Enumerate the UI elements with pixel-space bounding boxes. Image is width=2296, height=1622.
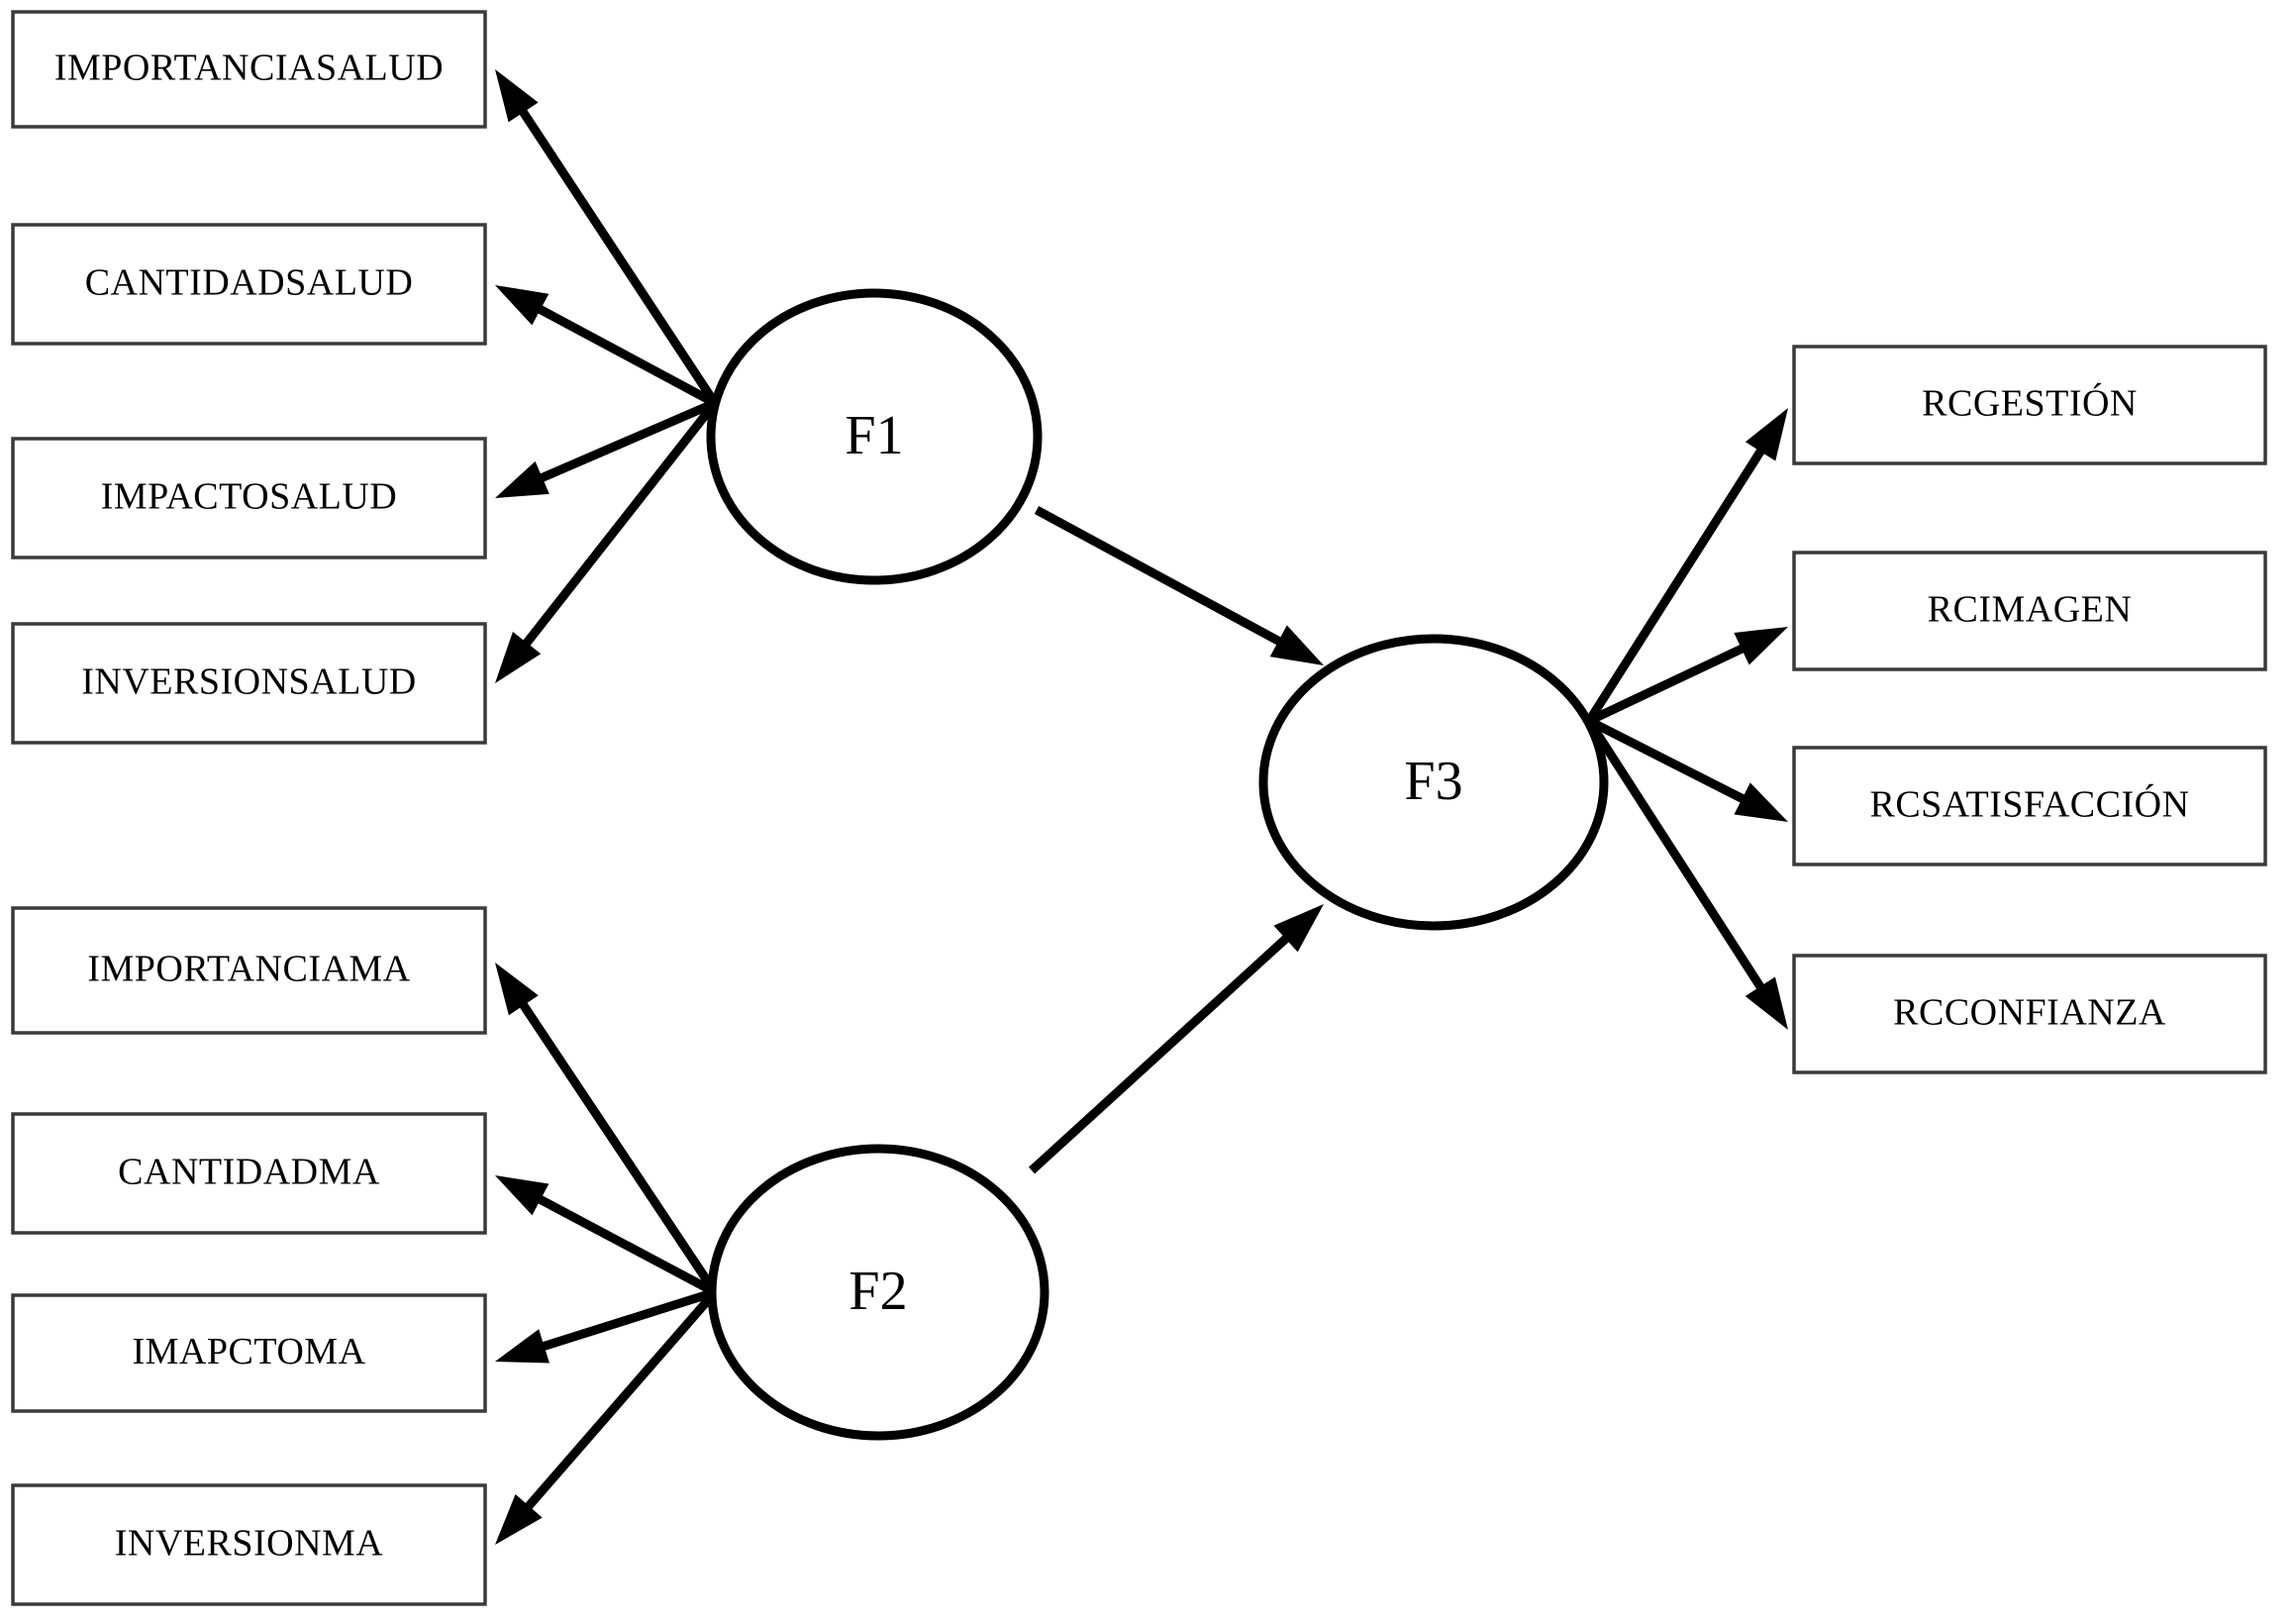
arrow-head-F3-RCSATISFACCION bbox=[1734, 782, 1788, 822]
indicator-rect-RCGESTION[interactable] bbox=[1792, 345, 2267, 465]
edge-F2-INVERSIONMA bbox=[495, 1289, 719, 1545]
indicator-rect-INVERSIONMA[interactable] bbox=[11, 1483, 487, 1606]
arrow-head-F1-IMPACTOSALUD bbox=[495, 460, 549, 498]
indicator-rect-CANTIDADMA[interactable] bbox=[11, 1112, 487, 1235]
arrow-head-F3-RCGESTION bbox=[1745, 408, 1788, 461]
factor-ellipse-F1[interactable] bbox=[706, 288, 1043, 585]
edge-F1-F3 bbox=[1034, 506, 1324, 665]
indicator-rect-RCCONFIANZA[interactable] bbox=[1792, 954, 2267, 1074]
indicator-rect-RCSATISFACCION[interactable] bbox=[1792, 746, 2267, 866]
indicator-rect-CANTIDADSALUD[interactable] bbox=[11, 223, 487, 346]
indicator-label-INVERSIONMA: INVERSIONMA bbox=[115, 1523, 384, 1565]
edge-line-F2-CANTIDADMA bbox=[533, 1192, 718, 1296]
factor-F2[interactable]: F2 bbox=[707, 1144, 1049, 1441]
factor-F3[interactable]: F3 bbox=[1258, 634, 1609, 931]
indicator-boxes-layer: IMPORTANCIASALUD CANTIDADSALUD IMPACTOSALU… bbox=[11, 10, 2267, 1606]
arrow-head-F1-INVERSIONSALUD bbox=[495, 631, 542, 683]
edge-line-F2-F3 bbox=[1028, 931, 1294, 1174]
indicator-box-IMPACTOSALUD[interactable]: IMPACTOSALUD bbox=[11, 437, 487, 559]
edge-F3-RCGESTION bbox=[1585, 408, 1788, 724]
factor-ellipse-F2[interactable] bbox=[707, 1144, 1049, 1441]
edge-line-F1-CANTIDADSALUD bbox=[533, 302, 718, 407]
edge-line-F3-RCGESTION bbox=[1585, 444, 1768, 724]
edge-line-F2-IMPORTANCIAMA bbox=[516, 997, 719, 1295]
edge-F2-CANTIDADMA bbox=[495, 1175, 718, 1296]
indicator-rect-RCIMAGEN[interactable] bbox=[1792, 551, 2267, 671]
arrow-head-F3-RCIMAGEN bbox=[1734, 627, 1788, 665]
indicator-box-RCIMAGEN[interactable]: RCIMAGEN bbox=[1792, 551, 2267, 671]
edge-line-F1-INVERSIONSALUD bbox=[519, 400, 719, 651]
indicator-box-RCSATISFACCION[interactable]: RCSATISFACCIÓN bbox=[1792, 746, 2267, 866]
edge-F3-RCSATISFACCION bbox=[1586, 716, 1788, 822]
factor-F1[interactable]: F1 bbox=[706, 288, 1043, 585]
indicator-rect-IMPACTOSALUD[interactable] bbox=[11, 437, 487, 559]
edge-line-F3-RCSATISFACCION bbox=[1586, 716, 1750, 806]
arrow-head-F3-RCCONFIANZA bbox=[1745, 976, 1788, 1030]
indicator-box-CANTIDADSALUD[interactable]: CANTIDADSALUD bbox=[11, 223, 487, 346]
arrow-head-F2-INVERSIONMA bbox=[495, 1493, 543, 1545]
indicator-label-INVERSIONSALUD: INVERSIONSALUD bbox=[81, 661, 416, 703]
edge-F1-CANTIDADSALUD bbox=[495, 285, 718, 407]
arrow-head-F2-CANTIDADMA bbox=[495, 1175, 549, 1216]
indicator-box-CANTIDADMA[interactable]: CANTIDADMA bbox=[11, 1112, 487, 1235]
indicator-label-RCCONFIANZA: RCCONFIANZA bbox=[1893, 992, 2166, 1034]
edge-F1-IMPACTOSALUD bbox=[495, 398, 717, 498]
edge-F3-RCCONFIANZA bbox=[1585, 718, 1788, 1030]
indicator-label-RCIMAGEN: RCIMAGEN bbox=[1928, 589, 2133, 631]
edge-F2-IMAPCTOMA bbox=[495, 1287, 717, 1364]
edges-layer bbox=[495, 69, 1788, 1545]
edge-line-F1-F3 bbox=[1034, 506, 1286, 649]
indicator-rect-IMPORTANCIASALUD[interactable] bbox=[11, 10, 487, 129]
edge-line-F2-INVERSIONMA bbox=[521, 1289, 719, 1514]
factor-label-F1: F1 bbox=[845, 405, 903, 466]
indicator-box-IMAPCTOMA[interactable]: IMAPCTOMA bbox=[11, 1293, 487, 1413]
arrow-head-F2-F3 bbox=[1273, 904, 1324, 953]
indicator-label-RCGESTION: RCGESTIÓN bbox=[1922, 383, 2138, 425]
indicator-box-INVERSIONMA[interactable]: INVERSIONMA bbox=[11, 1483, 487, 1606]
indicator-label-IMPACTOSALUD: IMPACTOSALUD bbox=[101, 476, 398, 518]
edge-F3-RCIMAGEN bbox=[1587, 627, 1788, 726]
factor-label-F2: F2 bbox=[849, 1261, 907, 1322]
edge-line-F1-IMPORTANCIASALUD bbox=[516, 104, 719, 406]
indicator-label-RCSATISFACCION: RCSATISFACCIÓN bbox=[1869, 784, 2189, 826]
arrow-head-F2-IMAPCTOMA bbox=[495, 1329, 550, 1364]
indicator-box-IMPORTANCIAMA[interactable]: IMPORTANCIAMA bbox=[11, 906, 487, 1035]
edge-line-F2-IMAPCTOMA bbox=[537, 1287, 717, 1353]
edge-F1-INVERSIONSALUD bbox=[495, 400, 719, 683]
edge-line-F1-IMPACTOSALUD bbox=[535, 398, 717, 484]
arrow-head-F1-F3 bbox=[1269, 625, 1324, 665]
indicator-box-INVERSIONSALUD[interactable]: INVERSIONSALUD bbox=[11, 622, 487, 745]
arrow-head-F1-IMPORTANCIASALUD bbox=[495, 69, 539, 123]
indicator-rect-INVERSIONSALUD[interactable] bbox=[11, 622, 487, 745]
factor-label-F3: F3 bbox=[1404, 751, 1462, 812]
indicator-rect-IMPORTANCIAMA[interactable] bbox=[11, 906, 487, 1035]
edge-F2-F3 bbox=[1028, 904, 1324, 1174]
indicator-box-RCCONFIANZA[interactable]: RCCONFIANZA bbox=[1792, 954, 2267, 1074]
indicator-label-IMPORTANCIAMA: IMPORTANCIAMA bbox=[87, 949, 410, 990]
factor-ellipse-F3[interactable] bbox=[1258, 634, 1609, 931]
edge-F2-IMPORTANCIAMA bbox=[495, 963, 719, 1295]
indicator-box-RCGESTION[interactable]: RCGESTIÓN bbox=[1792, 345, 2267, 465]
indicator-box-IMPORTANCIASALUD[interactable]: IMPORTANCIASALUD bbox=[11, 10, 487, 129]
indicator-label-IMPORTANCIASALUD: IMPORTANCIASALUD bbox=[54, 48, 444, 89]
indicator-label-CANTIDADMA: CANTIDADMA bbox=[118, 1152, 380, 1193]
arrow-head-F1-CANTIDADSALUD bbox=[495, 285, 549, 326]
indicator-rect-IMAPCTOMA[interactable] bbox=[11, 1293, 487, 1413]
edge-F1-IMPORTANCIASALUD bbox=[495, 69, 719, 406]
edge-line-F3-RCCONFIANZA bbox=[1585, 718, 1767, 994]
arrow-head-F2-IMPORTANCIAMA bbox=[495, 963, 539, 1016]
indicator-label-CANTIDADSALUD: CANTIDADSALUD bbox=[85, 262, 414, 304]
indicator-label-IMAPCTOMA: IMAPCTOMA bbox=[132, 1331, 365, 1372]
edge-line-F3-RCIMAGEN bbox=[1587, 642, 1749, 726]
